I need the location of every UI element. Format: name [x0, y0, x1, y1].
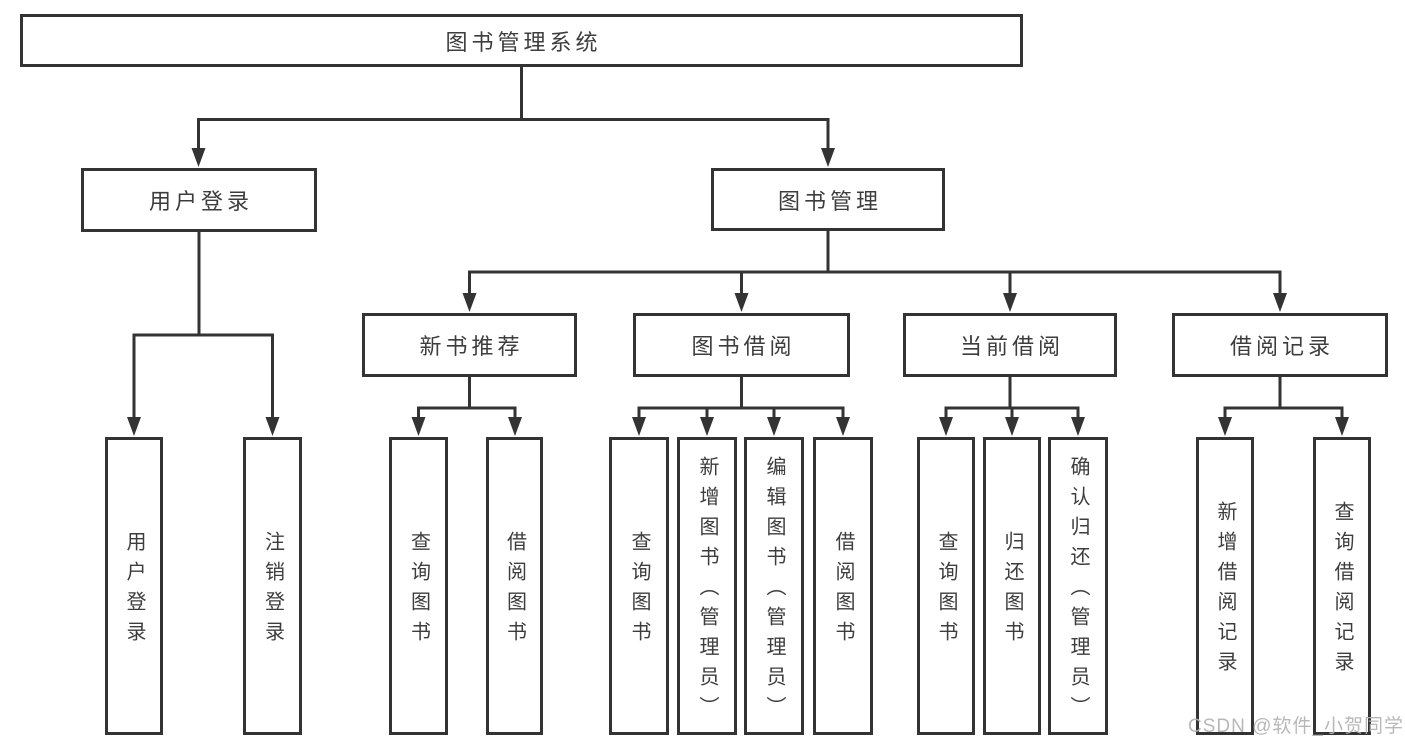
- node-current-borrow-label: 当前借阅: [959, 334, 1064, 359]
- leaf-label: 注销登录: [261, 531, 284, 651]
- arrow-down-icon: [127, 417, 141, 436]
- node-book-borrow: 图书借阅: [633, 313, 850, 377]
- connector-book-borrow-to-leaves: [632, 376, 850, 436]
- csdn-watermark: CSDN @软件_小贺同学: [1188, 716, 1404, 737]
- leaf-borrow-books-recommend: 借阅图书: [486, 437, 543, 735]
- arrow-down-icon: [1273, 293, 1287, 312]
- leaf-label: 查询借阅记录: [1331, 501, 1353, 681]
- arrow-down-icon: [1071, 417, 1085, 436]
- leaf-query-borrow-record: 查询借阅记录: [1313, 437, 1371, 735]
- connector-book-management-to-level3: [462, 230, 1287, 312]
- arrow-down-icon: [632, 417, 646, 436]
- arrow-down-icon: [1335, 417, 1349, 436]
- arrow-down-icon: [821, 148, 835, 167]
- node-new-book-recommend-label: 新书推荐: [419, 334, 524, 359]
- connector-current-borrow-to-leaves: [939, 376, 1085, 436]
- node-user-login-label: 用户登录: [148, 189, 253, 214]
- connector-borrow-records-to-leaves: [1218, 376, 1349, 436]
- leaf-query-books-current: 查询图书: [917, 437, 975, 735]
- arrow-down-icon: [265, 417, 280, 436]
- leaf-label: 查询图书: [407, 531, 430, 651]
- node-book-management-label: 图书管理: [777, 188, 882, 214]
- leaf-label: 用户登录: [123, 531, 145, 651]
- leaf-label: 确认归还（管理员）: [1067, 456, 1089, 726]
- node-book-management: 图书管理: [711, 168, 945, 231]
- leaf-label: 查询图书: [628, 531, 650, 651]
- leaf-label: 借阅图书: [503, 531, 526, 651]
- arrow-down-icon: [508, 417, 522, 436]
- connector-user-login-to-leaves: [127, 231, 280, 436]
- node-root: 图书管理系统: [20, 14, 1023, 67]
- leaf-label: 新增图书（管理员）: [696, 456, 718, 726]
- arrow-down-icon: [734, 293, 749, 312]
- arrow-down-icon: [411, 417, 426, 436]
- leaf-add-books-admin: 新增图书（管理员）: [677, 437, 737, 735]
- node-user-login: 用户登录: [81, 168, 317, 232]
- leaf-label: 编辑图书（管理员）: [763, 456, 785, 726]
- leaf-label: 归还图书: [1001, 531, 1023, 651]
- arrow-down-icon: [1005, 417, 1019, 436]
- arrow-down-icon: [462, 293, 477, 312]
- leaf-borrow-books: 借阅图书: [813, 437, 873, 735]
- leaf-logout: 注销登录: [243, 437, 302, 735]
- node-book-borrow-label: 图书借阅: [691, 334, 796, 359]
- leaf-add-borrow-record: 新增借阅记录: [1196, 437, 1254, 735]
- node-root-label: 图书管理系统: [445, 29, 602, 55]
- arrow-down-icon: [191, 148, 206, 167]
- leaf-user-login: 用户登录: [105, 437, 163, 735]
- leaf-label: 查询图书: [935, 531, 957, 651]
- leaf-label: 新增借阅记录: [1214, 501, 1236, 681]
- node-new-book-recommend: 新书推荐: [362, 313, 577, 377]
- leaf-return-books: 归还图书: [983, 437, 1041, 735]
- arrow-down-icon: [1218, 417, 1232, 436]
- leaf-query-books-borrow: 查询图书: [609, 437, 669, 735]
- arrow-down-icon: [836, 417, 850, 436]
- leaf-label: 借阅图书: [832, 531, 854, 651]
- connector-root-to-level2: [191, 65, 835, 167]
- connector-new-book-to-leaves: [411, 376, 522, 436]
- node-current-borrow: 当前借阅: [903, 313, 1117, 377]
- leaf-edit-books-admin: 编辑图书（管理员）: [744, 437, 804, 735]
- arrow-down-icon: [767, 417, 781, 436]
- leaf-confirm-return-admin: 确认归还（管理员）: [1048, 437, 1108, 735]
- arrow-down-icon: [1003, 293, 1017, 312]
- node-borrow-records: 借阅记录: [1172, 313, 1388, 377]
- arrow-down-icon: [700, 417, 714, 436]
- node-borrow-records-label: 借阅记录: [1229, 334, 1334, 359]
- arrow-down-icon: [939, 417, 953, 436]
- leaf-query-books-recommend: 查询图书: [389, 437, 448, 735]
